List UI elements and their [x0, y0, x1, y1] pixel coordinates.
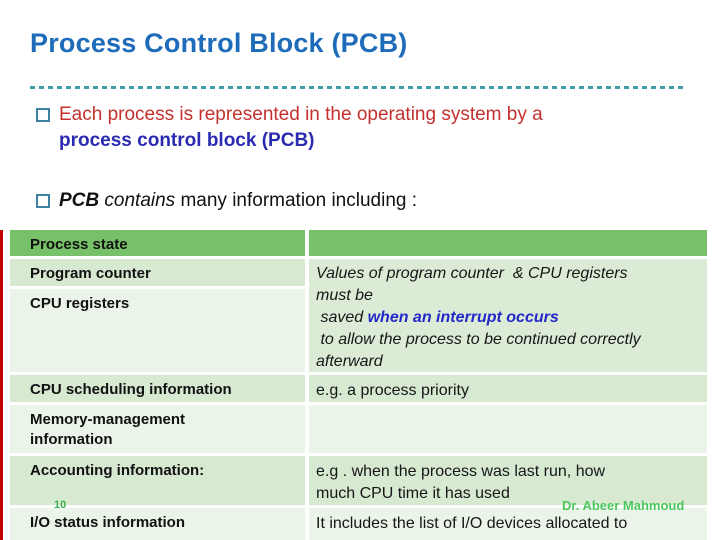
- page-title: Process Control Block (PCB): [30, 28, 408, 58]
- table-cell-scheduling-example: e.g. a process priority: [309, 375, 707, 402]
- merged-line-5: afterward: [316, 353, 383, 370]
- table-cell-memory-empty: [309, 405, 707, 453]
- merged-line-3: saved when an interrupt occurs: [316, 307, 701, 329]
- contains-emphasis: contains: [99, 190, 176, 211]
- bullet-square-icon: [36, 194, 50, 208]
- accounting-line-1: e.g . when the process was last run, how: [316, 463, 606, 480]
- merged-line-4: to allow the process to be continued cor…: [316, 331, 641, 348]
- bullet-each-process: Each process is represented in the opera…: [36, 102, 696, 154]
- table-row-program-counter: Program counter: [10, 259, 305, 286]
- merged-line-3-pre: saved: [316, 309, 368, 326]
- bullet-line-navy: process control block (PCB): [59, 130, 315, 151]
- bullet-line-red: Each process is represented in the opera…: [59, 104, 543, 125]
- table-header-empty: [309, 230, 707, 256]
- bullet-each-process-text: Each process is represented in the opera…: [59, 102, 543, 154]
- merged-line-1: Values of program counter & CPU register…: [316, 265, 628, 282]
- table-cell-accounting-example: e.g . when the process was last run, how…: [309, 456, 707, 505]
- merged-line-2: must be: [316, 287, 373, 304]
- title-divider-dashed-line: [30, 86, 686, 89]
- table-row-cpu-registers: CPU registers: [10, 289, 305, 372]
- bullet-square-icon: [36, 108, 50, 122]
- bullet-rest-text: many information including :: [175, 190, 418, 211]
- interrupt-emphasis: when an interrupt occurs: [367, 309, 559, 326]
- bullet-pcb-contains: PCB contains many information including …: [36, 188, 696, 214]
- table-row-cpu-scheduling: CPU scheduling information: [10, 375, 305, 402]
- accounting-line-2: much CPU time it has used: [316, 485, 510, 502]
- table-header-process-state: Process state: [10, 230, 305, 256]
- table-row-accounting: Accounting information:: [10, 456, 305, 505]
- table-row-memory-management: Memory-management information: [10, 405, 305, 453]
- table-cell-io-description: It includes the list of I/O devices allo…: [309, 508, 707, 540]
- bullet-pcb-contains-text: PCB contains many information including …: [59, 188, 417, 214]
- left-red-accent-bar: [0, 230, 3, 540]
- pcb-table: Process state Program counter Values of …: [10, 230, 707, 540]
- author-footer: Dr. Abeer Mahmoud: [562, 498, 685, 513]
- table-row-io-status: I/O status information: [10, 508, 305, 540]
- page-number: 10: [54, 499, 67, 511]
- pcb-emphasis: PCB: [59, 190, 100, 211]
- table-cell-registers-description: Values of program counter & CPU register…: [309, 259, 707, 372]
